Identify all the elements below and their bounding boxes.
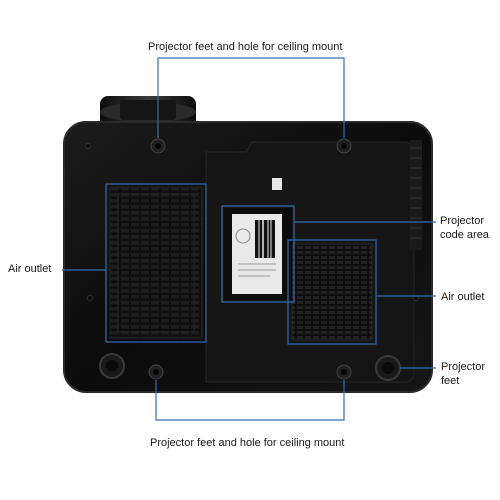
air-outlet-left <box>109 187 203 339</box>
callout-top-mount-label: Projector feet and hole for ceiling moun… <box>148 41 343 53</box>
foot-bottom-right <box>375 355 401 381</box>
air-outlet-right <box>291 243 373 341</box>
callout-air-outlet-left-label: Air outlet <box>8 263 52 275</box>
callout-code-area-line1: Projector <box>440 215 485 227</box>
lens-housing <box>100 96 196 128</box>
callout-air-outlet-right-label: Air outlet <box>441 291 485 303</box>
mount-hole-bottom-left <box>148 364 164 380</box>
callout-bottom-mount-label: Projector feet and hole for ceiling moun… <box>150 437 345 449</box>
foot-bottom-left <box>99 353 125 379</box>
callout-lines <box>62 57 436 421</box>
mount-hole-top-left <box>150 138 166 154</box>
clip-tab <box>272 178 282 190</box>
code-area-sticker <box>224 208 292 300</box>
callout-feet-line1: Projector <box>441 361 486 373</box>
mount-hole-top-right <box>336 138 352 154</box>
callout-code-area-line2: code area <box>440 229 489 241</box>
callout-feet-label: Projector feet <box>441 360 485 388</box>
callout-feet-line2: feet <box>441 375 460 387</box>
mount-hole-bottom-right <box>336 364 352 380</box>
callout-code-area-label: Projector code area <box>440 214 489 242</box>
side-grille <box>410 140 422 250</box>
